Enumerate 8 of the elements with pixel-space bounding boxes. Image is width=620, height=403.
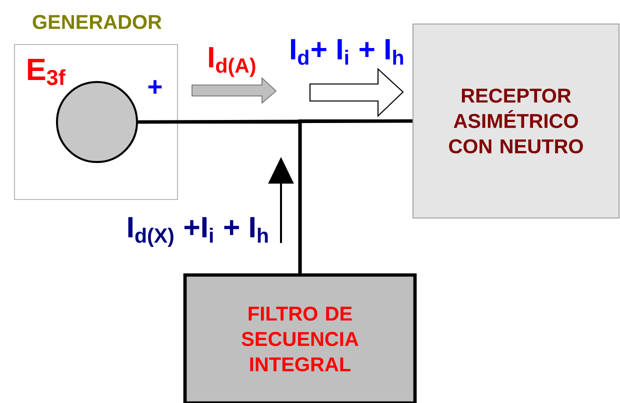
block-box: RECEPTOR ASIMÉTRICO CON NEUTRO: [412, 23, 620, 219]
current-label: I$_{d(A)}$: [209, 47, 256, 77]
current-label: I$_{d(X)}$ +I$_{i}$ + I$_{h}$: [128, 217, 268, 247]
source-label: E$_{3f}$: [28, 58, 66, 86]
bus-line: [298, 119, 412, 274]
block-box: FILTRO DE SECUENCIA INTEGRAL: [183, 273, 417, 403]
polarity-sign: +: [148, 80, 162, 94]
box-heading: GENERADOR: [32, 14, 162, 30]
